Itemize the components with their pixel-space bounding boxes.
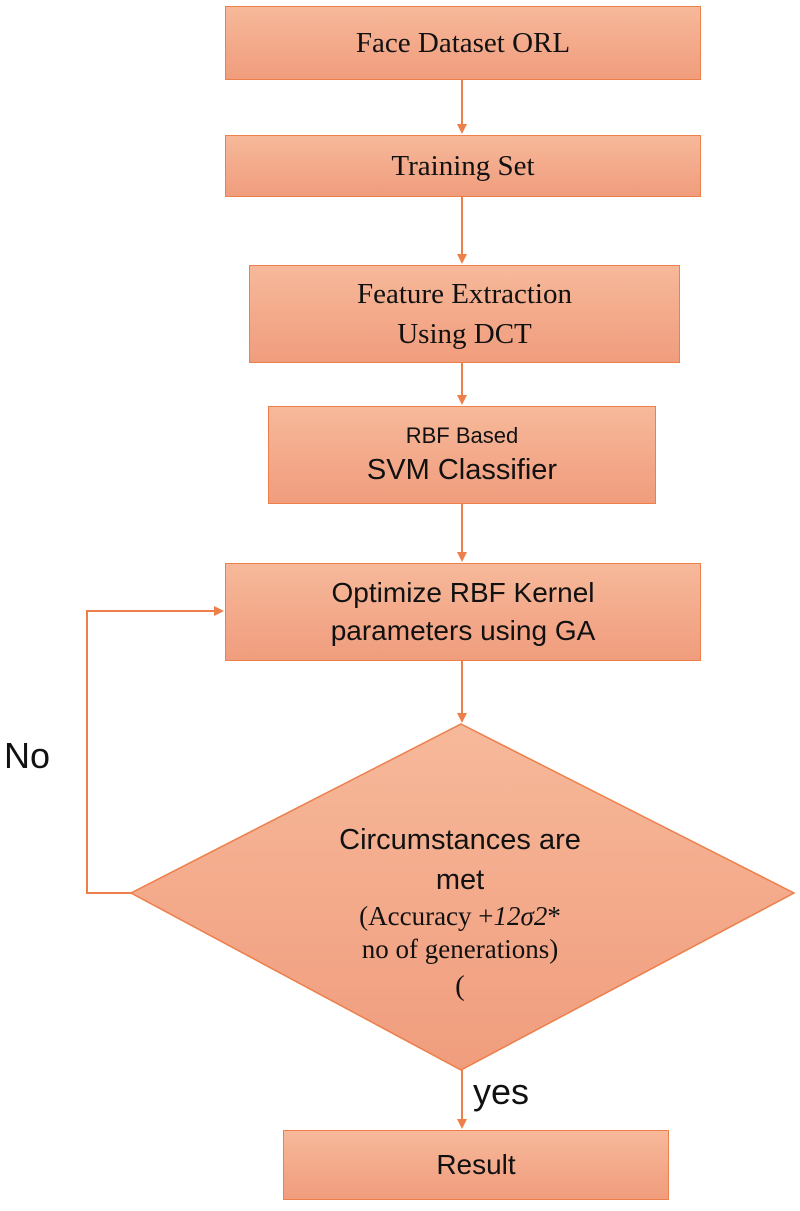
node-svm-classifier: RBF Based SVM Classifier	[268, 406, 656, 504]
decision-line1: Circumstances are	[339, 824, 581, 856]
node-optimize-kernel-line2: parameters using GA	[330, 615, 596, 646]
node-svm-classifier-line1: RBF Based	[405, 423, 519, 448]
label-no: No	[4, 735, 51, 776]
node-optimize-kernel-line1: Optimize RBF Kernel	[331, 577, 595, 608]
node-optimize-kernel: Optimize RBF Kernel parameters using GA	[225, 563, 701, 661]
node-result: Result	[283, 1130, 669, 1200]
decision-line3-suffix: *	[547, 901, 561, 931]
decision-line3: (Accuracy +12σ2*	[250, 900, 670, 933]
decision-line2: met	[435, 864, 485, 896]
decision-node-text: Circumstances are met (Accuracy +12σ2* n…	[250, 820, 670, 1006]
node-svm-classifier-line2: SVM Classifier	[366, 454, 558, 486]
decision-line4: no of generations)	[361, 934, 559, 964]
node-feature-extraction: Feature Extraction Using DCT	[249, 265, 680, 363]
label-yes: yes	[473, 1071, 530, 1112]
node-face-dataset-label: Face Dataset ORL	[355, 27, 571, 59]
node-training-set: Training Set	[225, 135, 701, 197]
node-result-label: Result	[436, 1149, 516, 1180]
arrow-no-loop	[86, 606, 224, 894]
decision-line3-formula: 12σ2	[493, 901, 548, 931]
decision-line3-prefix: (Accuracy +	[359, 901, 494, 931]
node-training-set-label: Training Set	[391, 150, 535, 182]
node-face-dataset: Face Dataset ORL	[225, 6, 701, 80]
decision-line5: (	[455, 970, 465, 1002]
node-feature-extraction-line1: Feature Extraction	[357, 278, 572, 310]
node-feature-extraction-line2: Using DCT	[397, 318, 532, 350]
